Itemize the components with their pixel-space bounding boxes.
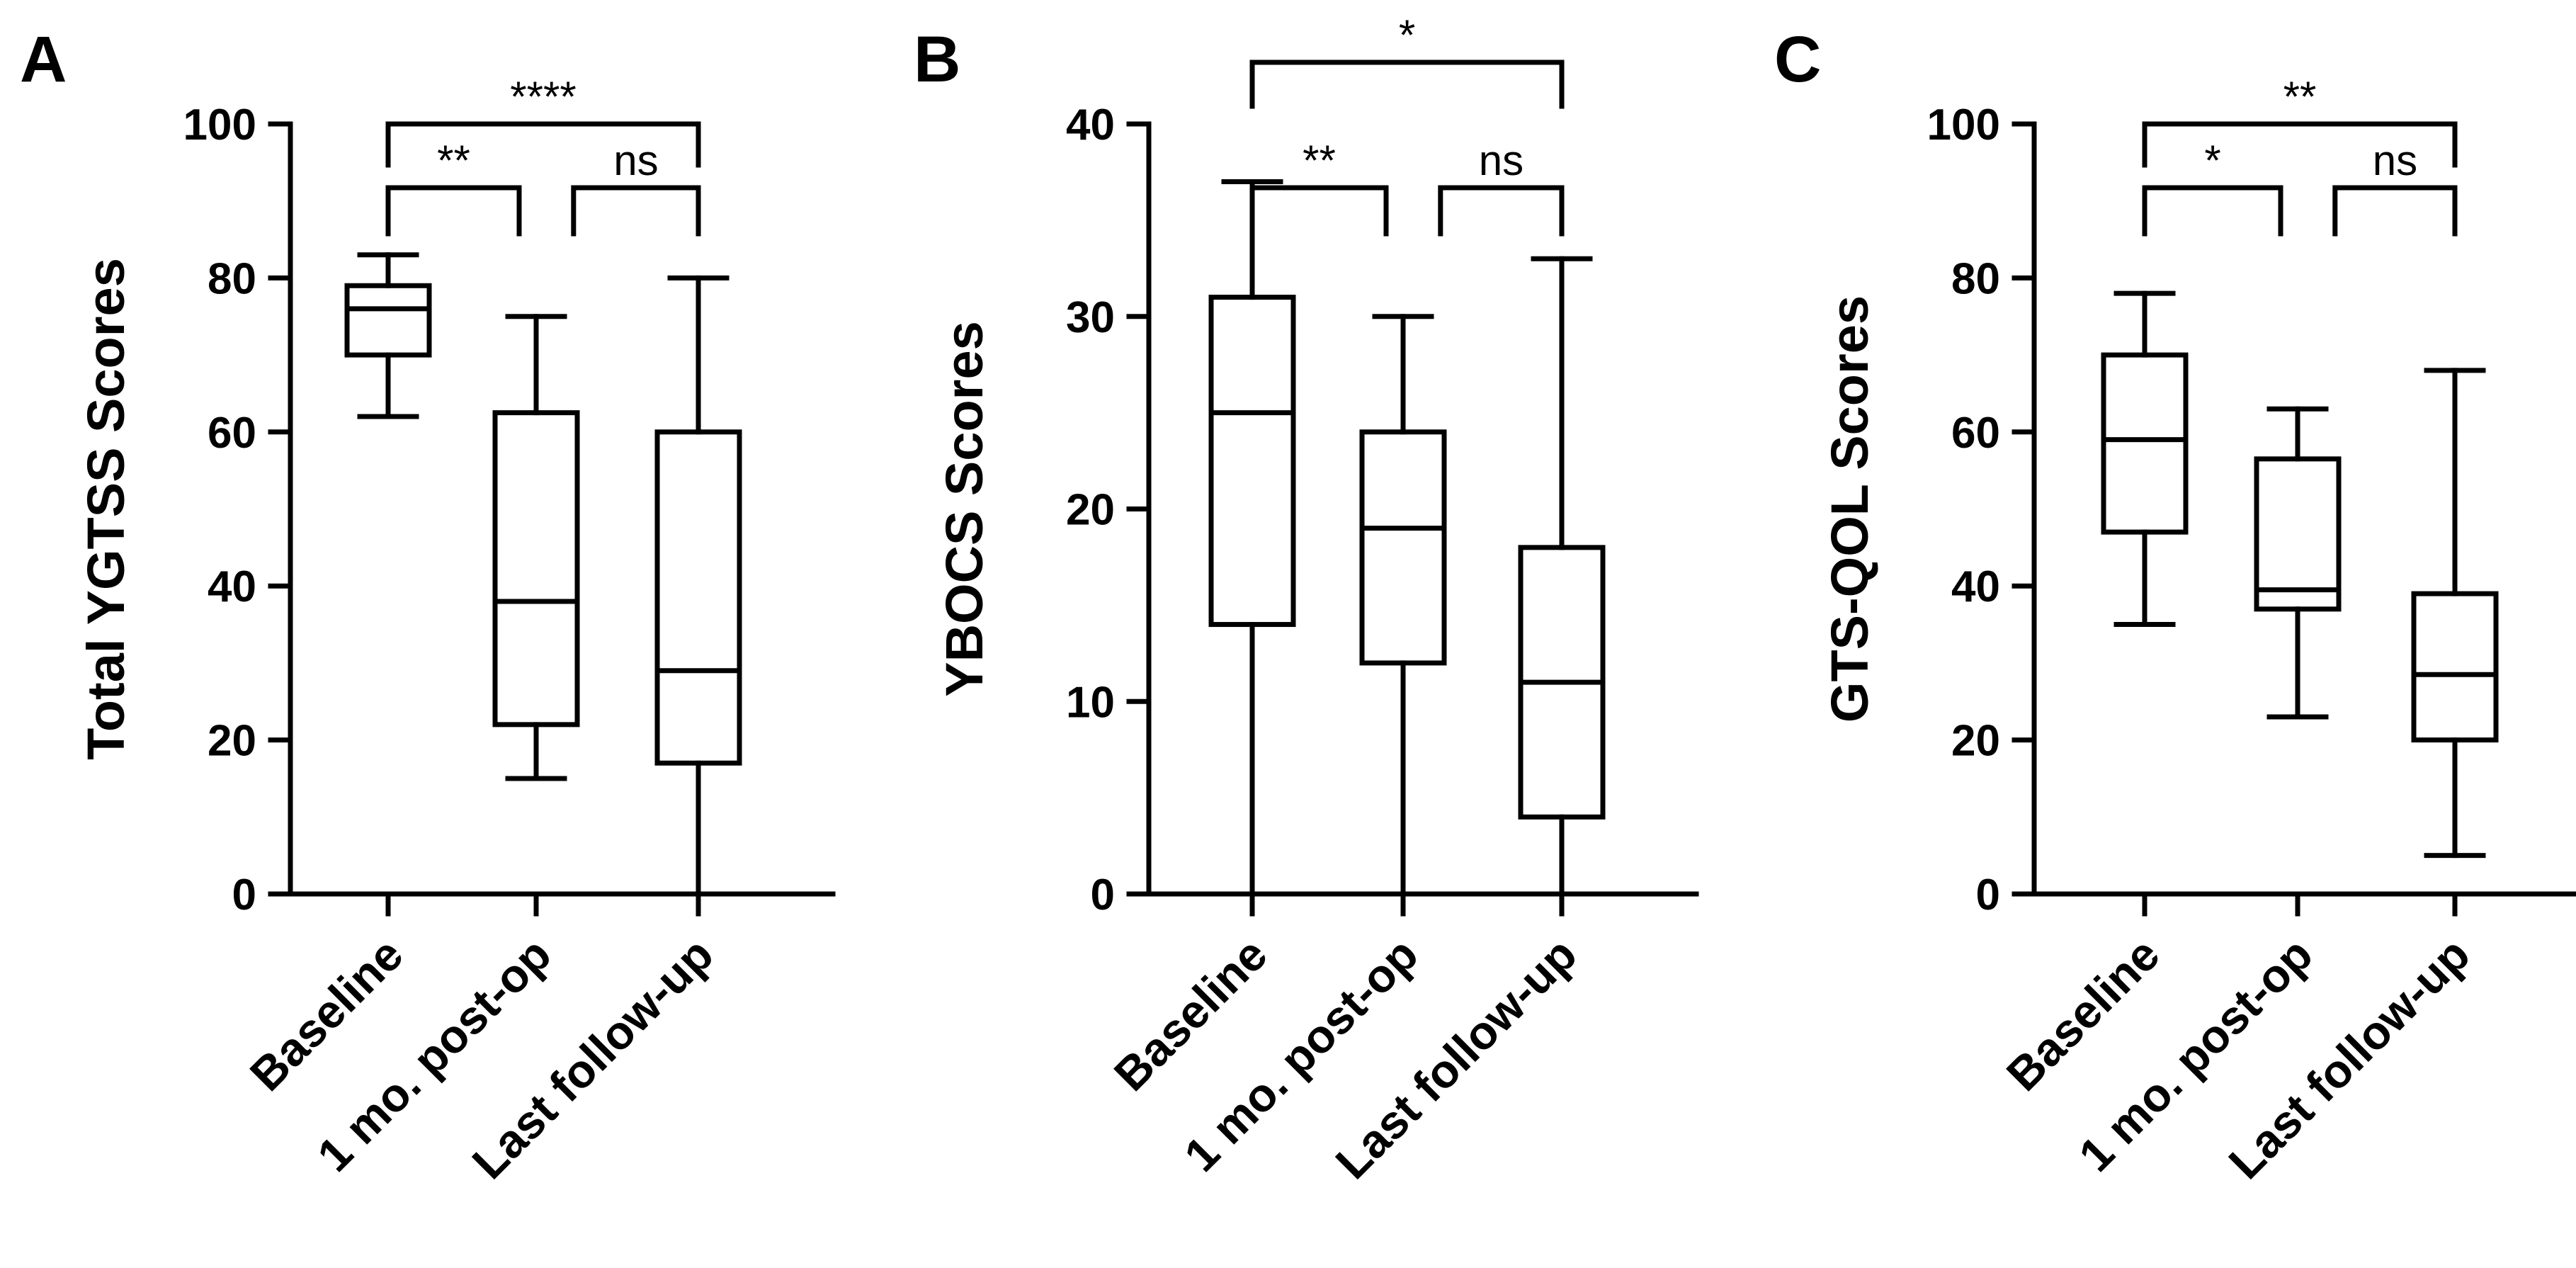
bracket-line [2332, 185, 2458, 237]
bracket-line [571, 185, 701, 237]
box-1: 1 mo. post-op [307, 314, 580, 1182]
significance-bracket: ns [2332, 137, 2458, 237]
y-axis-label: Total YGTSS Scores [76, 258, 135, 760]
y-tick-label: 20 [1066, 486, 1115, 535]
significance-label: ** [2283, 73, 2317, 120]
y-tick-label: 0 [232, 871, 256, 919]
significance-label: * [1399, 11, 1415, 59]
y-tick-label: 60 [208, 409, 256, 458]
box-0: Baseline [1104, 179, 1296, 1101]
bracket-line [2142, 185, 2283, 237]
y-tick-label: 20 [208, 717, 256, 766]
panel-letter: A [20, 23, 67, 96]
box-0: Baseline [1997, 290, 2189, 1101]
y-tick-label: 0 [1091, 871, 1115, 919]
y-tick-label: 30 [1066, 293, 1115, 342]
y-axis-label: YBOCS Scores [935, 321, 994, 697]
y-tick-label: 10 [1066, 678, 1115, 727]
iqr-box [2411, 591, 2499, 743]
panel-letter: C [1774, 23, 1821, 96]
bracket-line [385, 121, 701, 168]
y-tick-label: 60 [1951, 409, 2000, 458]
iqr-box [344, 283, 432, 358]
box-1: 1 mo. post-op [2069, 406, 2342, 1182]
iqr-box [2101, 352, 2189, 535]
bracket-line [1438, 185, 1565, 237]
y-tick-label: 0 [1976, 871, 2000, 919]
significance-label: **** [510, 73, 576, 120]
iqr-box [492, 410, 580, 728]
significance-bracket: ** [385, 137, 522, 237]
significance-bracket: ns [1438, 137, 1565, 237]
significance-bracket: ** [1249, 137, 1389, 237]
significance-bracket: ** [2142, 73, 2458, 168]
iqr-box [1208, 295, 1296, 628]
box-2: Last follow-up [2218, 368, 2499, 1189]
significance-bracket: ns [571, 137, 701, 237]
significance-bracket: **** [385, 73, 701, 168]
panel-letter: B [914, 23, 960, 96]
iqr-box [2254, 456, 2342, 612]
significance-label: ns [1479, 137, 1524, 184]
y-tick-label: 20 [1951, 717, 2000, 766]
significance-label: ** [437, 137, 470, 184]
y-axis-label: GTS-QOL Scores [1820, 295, 1879, 723]
y-tick-label: 80 [208, 254, 256, 303]
bracket-line [1249, 185, 1389, 237]
significance-label: ns [613, 137, 658, 184]
y-tick-label: 40 [1066, 101, 1115, 149]
significance-label: ns [2373, 137, 2417, 184]
bracket-line [385, 185, 522, 237]
box-0: Baseline [240, 252, 432, 1101]
y-tick-label: 40 [208, 562, 256, 611]
significance-bracket: * [2142, 137, 2283, 237]
significance-label: ** [1303, 137, 1336, 184]
y-tick-label: 40 [1951, 562, 2000, 611]
bracket-line [2142, 121, 2458, 168]
iqr-box [654, 429, 742, 766]
iqr-box [1359, 429, 1447, 666]
significance-bracket: * [1249, 11, 1565, 109]
box-1: 1 mo. post-op [1174, 314, 1447, 1182]
bracket-line [1249, 60, 1565, 109]
y-tick-label: 100 [1927, 101, 2000, 149]
box-2: Last follow-up [1325, 256, 1606, 1189]
y-tick-label: 80 [1951, 254, 2000, 303]
y-tick-label: 100 [183, 101, 256, 149]
significance-label: * [2204, 137, 2220, 184]
